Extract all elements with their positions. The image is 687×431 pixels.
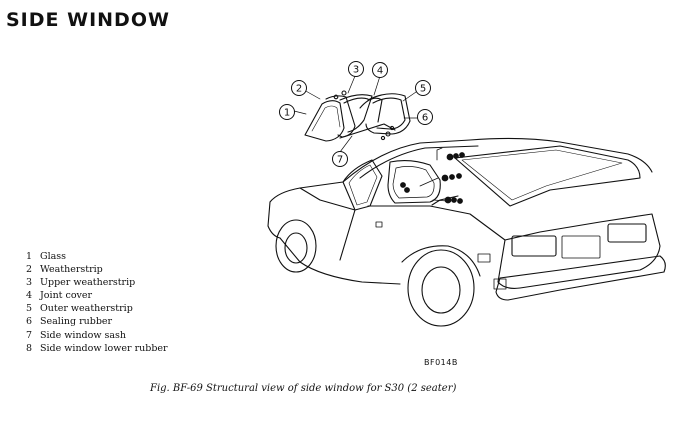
joint-cover-part xyxy=(359,97,383,123)
figure-caption: Fig. BF-69 Structural view of side windo… xyxy=(150,383,457,394)
callout-4: 4 xyxy=(372,62,388,78)
svg-text:4: 4 xyxy=(377,66,383,77)
svg-text:2: 2 xyxy=(296,84,302,95)
callout-6: 6 xyxy=(417,109,433,125)
svg-text:1: 1 xyxy=(284,108,290,119)
glass-part xyxy=(304,100,345,142)
callout-3: 3 xyxy=(348,61,364,77)
outer-weatherstrip-part xyxy=(365,93,411,135)
callouts: 1 2 3 4 5 6 7 xyxy=(279,61,433,167)
callout-2: 2 xyxy=(291,80,307,96)
svg-text:7: 7 xyxy=(337,155,343,166)
car-fastener-parts xyxy=(400,152,465,204)
svg-text:3: 3 xyxy=(353,65,359,76)
figure-code: BF014B xyxy=(424,358,458,367)
exploded-window-parts xyxy=(293,75,419,153)
svg-text:5: 5 xyxy=(420,84,426,95)
car-illustration xyxy=(267,137,666,327)
callout-7: 7 xyxy=(332,151,348,167)
callout-5: 5 xyxy=(415,80,431,96)
callout-1: 1 xyxy=(279,104,295,120)
sash-part xyxy=(339,123,396,139)
svg-text:6: 6 xyxy=(422,113,428,124)
page-title: SIDE WINDOW xyxy=(6,9,170,31)
